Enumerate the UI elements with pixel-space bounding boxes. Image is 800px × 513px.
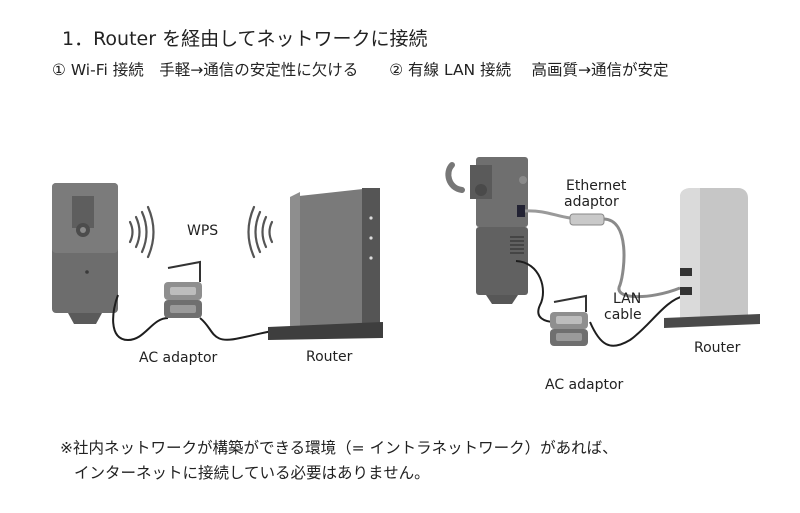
power-cable-right: [515, 260, 556, 323]
connection-options: ① Wi-Fi 接続 手軽→通信の安定性に欠ける ② 有線 LAN 接続 高画質…: [52, 61, 669, 79]
camera-device-wired: [445, 157, 528, 304]
wifi-signal-icon-left: [128, 205, 155, 259]
wifi-signal-icon-right: [247, 205, 274, 259]
ethernet-adaptor-icon: [569, 213, 605, 226]
ethernet-adaptor-cable: [524, 209, 571, 220]
page-title: 1．Router を経由してネットワークに接続: [62, 28, 428, 50]
ac-adaptor-icon-right: [550, 294, 588, 346]
router-device-right: [664, 188, 760, 328]
router-device-left: [268, 188, 383, 340]
footnote-line1: ※社内ネットワークが構築ができる環境（= イントラネットワーク）があれば、: [60, 439, 618, 457]
lan-cable: [603, 217, 681, 299]
router-label-right: Router: [694, 340, 741, 356]
router-label-left: Router: [306, 349, 353, 365]
ethernet-label-line2: adaptor: [564, 194, 619, 210]
ac-adaptor-label-right: AC adaptor: [545, 377, 624, 393]
ethernet-label-line1: Ethernet: [566, 178, 627, 194]
power-cable-left: [112, 294, 169, 342]
lan-label-line1: LAN: [613, 291, 641, 307]
footnote-line2: インターネットに接続している必要はありません。: [74, 464, 430, 482]
ac-adaptor-icon-left: [164, 260, 202, 318]
camera-device-wifi: [52, 183, 118, 324]
wps-label: WPS: [187, 223, 218, 239]
lan-label-line2: cable: [604, 307, 642, 323]
ac-adaptor-label-left: AC adaptor: [139, 350, 218, 366]
router-power-cable-right: [589, 295, 685, 347]
